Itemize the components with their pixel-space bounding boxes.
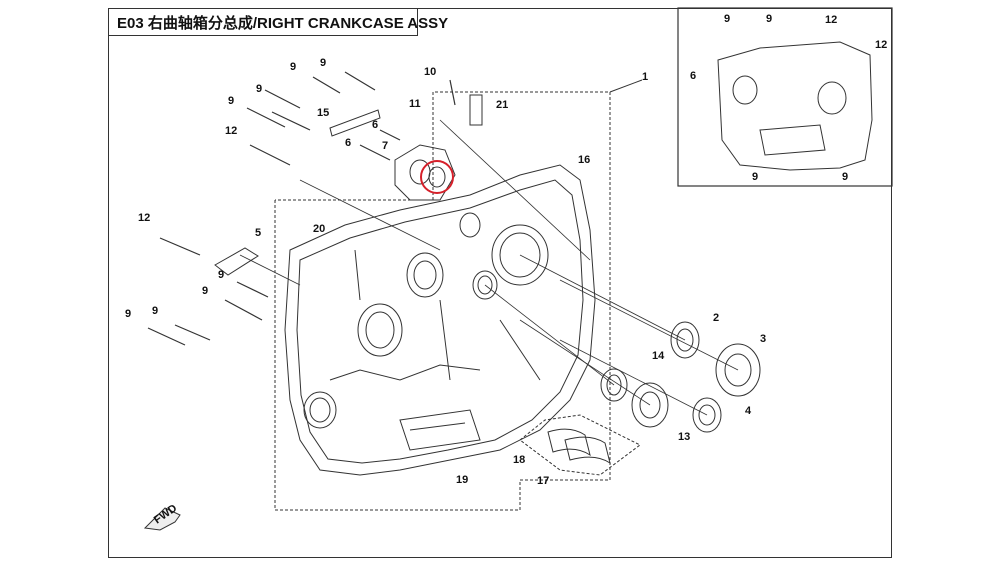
callout-16: 16 bbox=[578, 154, 590, 166]
inset-crankcase bbox=[717, 41, 873, 171]
callout-10: 10 bbox=[424, 66, 436, 78]
callout-9g: 9 bbox=[125, 308, 131, 320]
callout-3: 3 bbox=[760, 333, 766, 345]
callout-12b: 12 bbox=[138, 212, 150, 224]
callout-9d: 9 bbox=[256, 83, 262, 95]
bearings bbox=[600, 321, 761, 433]
callout-12a: 12 bbox=[225, 125, 237, 137]
callout-20: 20 bbox=[313, 223, 325, 235]
bolts bbox=[147, 71, 456, 346]
callout-9e: 9 bbox=[218, 269, 224, 281]
callout-21: 21 bbox=[496, 99, 508, 111]
assembly-boundary bbox=[274, 91, 611, 511]
fwd-arrow bbox=[143, 507, 181, 531]
inset-callout-9d: 9 bbox=[842, 171, 848, 183]
inset-callout-9b: 9 bbox=[766, 13, 772, 25]
callout-15: 15 bbox=[317, 107, 329, 119]
inset-box bbox=[677, 7, 893, 187]
inset-callout-9c: 9 bbox=[752, 171, 758, 183]
callout-7: 7 bbox=[382, 140, 388, 152]
callout-1: 1 bbox=[642, 71, 648, 83]
title-box: E03 右曲轴箱分总成/RIGHT CRANKCASE ASSY bbox=[108, 8, 448, 36]
bracket-15 bbox=[329, 109, 381, 137]
diagram-title: E03 右曲轴箱分总成/RIGHT CRANKCASE ASSY bbox=[117, 14, 449, 32]
callout-9b: 9 bbox=[320, 57, 326, 69]
callout-6b: 6 bbox=[345, 137, 351, 149]
crankcase-body bbox=[284, 164, 596, 476]
callout-5: 5 bbox=[255, 227, 261, 239]
highlight-circle bbox=[420, 160, 454, 194]
bushings bbox=[519, 414, 641, 476]
callout-17: 17 bbox=[537, 475, 549, 487]
callout-9a: 9 bbox=[290, 61, 296, 73]
callout-14: 14 bbox=[652, 350, 665, 362]
part-5 bbox=[214, 247, 259, 276]
inset-callout-12a: 12 bbox=[825, 14, 837, 26]
inset-callout-12b: 12 bbox=[875, 39, 887, 51]
callout-2: 2 bbox=[713, 312, 719, 324]
leader-lines bbox=[239, 119, 739, 416]
callout-11: 11 bbox=[409, 98, 421, 110]
callout-19: 19 bbox=[456, 474, 468, 486]
callout-9f: 9 bbox=[202, 285, 208, 297]
shift-housing bbox=[394, 144, 456, 201]
pin-21 bbox=[469, 94, 483, 126]
callout-9h: 9 bbox=[152, 305, 158, 317]
inset-callout-9a: 9 bbox=[724, 13, 730, 25]
callout-13: 13 bbox=[678, 431, 690, 443]
inset-callout-6: 6 bbox=[690, 70, 696, 82]
callout-18: 18 bbox=[513, 454, 525, 466]
callout-4: 4 bbox=[745, 405, 752, 417]
leader-1 bbox=[609, 79, 643, 93]
callout-9c: 9 bbox=[228, 95, 234, 107]
callout-6a: 6 bbox=[372, 119, 378, 131]
callouts: 1 2 3 4 5 6 6 7 9 9 9 9 9 9 9 9 10 11 12… bbox=[125, 13, 887, 526]
